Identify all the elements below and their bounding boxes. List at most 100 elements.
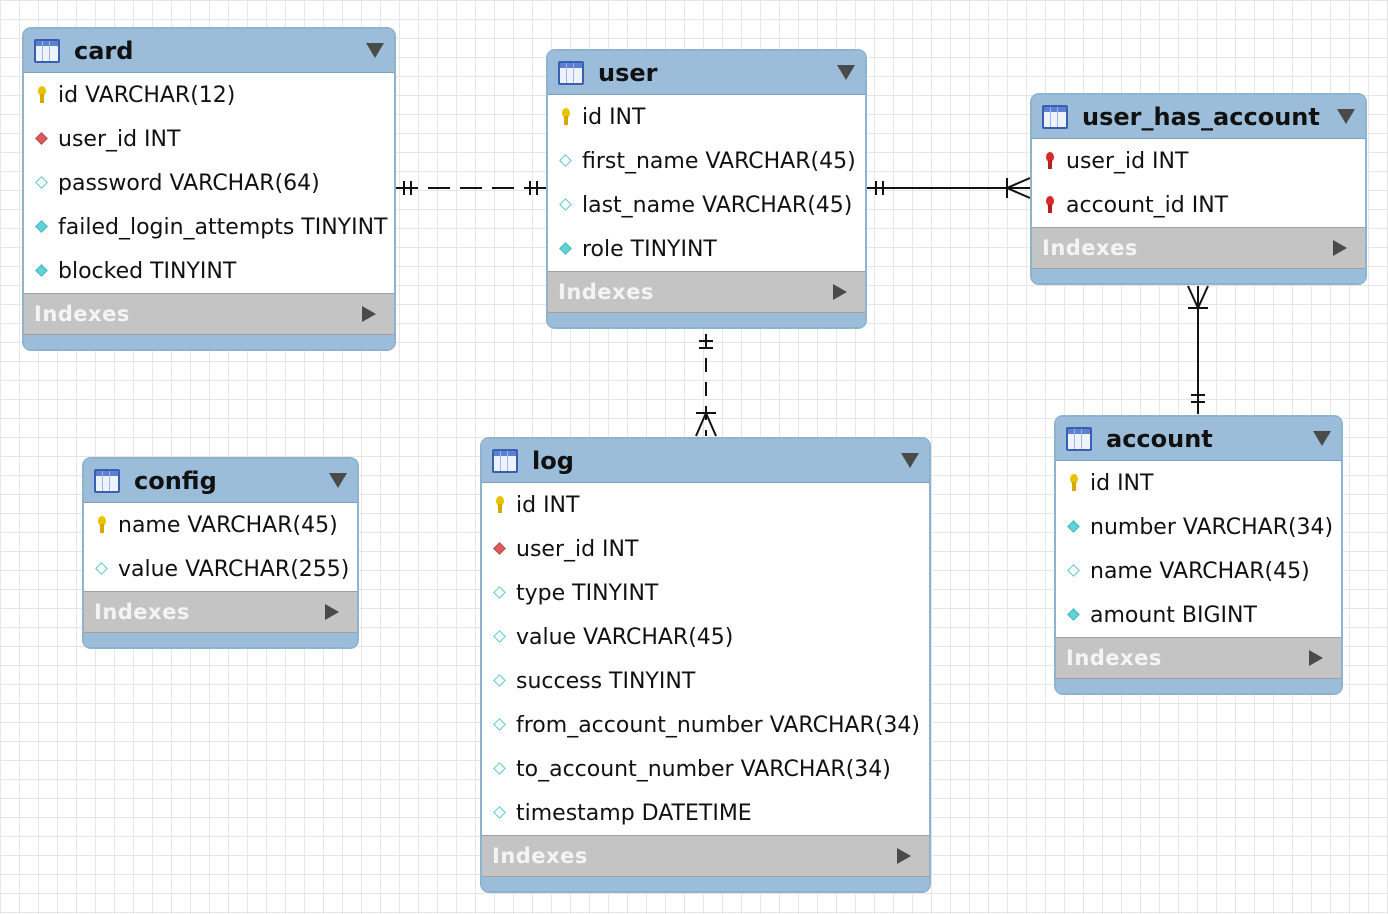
primary-key-icon (1066, 474, 1082, 492)
column-row[interactable]: value VARCHAR(255) (84, 547, 357, 591)
column-row[interactable]: id INT (1056, 461, 1341, 505)
table-card[interactable]: card id VARCHAR(12) user_id INT password… (22, 27, 396, 351)
column-row[interactable]: name VARCHAR(45) (84, 503, 357, 547)
column-label: value VARCHAR(255) (118, 556, 350, 582)
column-row[interactable]: number VARCHAR(34) (1056, 505, 1341, 549)
column-row[interactable]: blocked TINYINT (24, 249, 394, 293)
column-row[interactable]: last_name VARCHAR(45) (548, 183, 865, 227)
table-title: user (598, 58, 658, 87)
indexes-label: Indexes (94, 600, 190, 624)
column-label: user_id INT (58, 126, 181, 152)
primary-key-icon (492, 496, 508, 514)
nullable-column-icon (492, 584, 508, 602)
column-row[interactable]: from_account_number VARCHAR(34) (482, 703, 929, 747)
column-label: failed_login_attempts TINYINT (58, 214, 388, 240)
table-title: log (532, 446, 574, 475)
column-row[interactable]: success TINYINT (482, 659, 929, 703)
column-label: role TINYINT (582, 236, 717, 262)
relationship-card-user[interactable] (396, 181, 546, 195)
column-label: success TINYINT (516, 668, 696, 694)
nullable-column-icon (492, 804, 508, 822)
column-label: first_name VARCHAR(45) (582, 148, 856, 174)
indexes-label: Indexes (1066, 646, 1162, 670)
nullable-column-icon (492, 628, 508, 646)
column-label: from_account_number VARCHAR(34) (516, 712, 920, 738)
table-header[interactable]: log (482, 439, 929, 483)
table-icon (492, 448, 518, 473)
table-header[interactable]: config (84, 459, 357, 503)
table-user-has-account[interactable]: user_has_account user_id INT account_id … (1030, 93, 1367, 285)
table-footer (1056, 679, 1341, 693)
column-row[interactable]: id INT (548, 95, 865, 139)
collapse-caret-icon[interactable] (329, 473, 347, 488)
indexes-section[interactable]: Indexes (84, 591, 357, 633)
column-label: id INT (1090, 470, 1154, 496)
expand-arrow-icon[interactable] (897, 848, 911, 864)
column-row[interactable]: user_id INT (482, 527, 929, 571)
table-footer (84, 633, 357, 647)
column-row[interactable]: value VARCHAR(45) (482, 615, 929, 659)
table-header[interactable]: account (1056, 417, 1341, 461)
expand-arrow-icon[interactable] (833, 284, 847, 300)
table-title: card (74, 36, 134, 65)
not-null-column-icon (558, 240, 574, 258)
nullable-column-icon (492, 716, 508, 734)
expand-arrow-icon[interactable] (1309, 650, 1323, 666)
indexes-section[interactable]: Indexes (1056, 637, 1341, 679)
collapse-caret-icon[interactable] (1337, 109, 1355, 124)
table-icon (1042, 104, 1068, 129)
table-config[interactable]: config name VARCHAR(45) value VARCHAR(25… (82, 457, 359, 649)
table-header[interactable]: user (548, 51, 865, 95)
table-icon (94, 468, 120, 493)
indexes-section[interactable]: Indexes (548, 271, 865, 313)
indexes-label: Indexes (558, 280, 654, 304)
column-row[interactable]: timestamp DATETIME (482, 791, 929, 835)
column-row[interactable]: password VARCHAR(64) (24, 161, 394, 205)
table-user[interactable]: user id INT first_name VARCHAR(45) last_… (546, 49, 867, 329)
table-log[interactable]: log id INT user_id INT type TINYINT valu… (480, 437, 931, 893)
collapse-caret-icon[interactable] (837, 65, 855, 80)
table-title: account (1106, 424, 1213, 453)
indexes-section[interactable]: Indexes (482, 835, 929, 877)
collapse-caret-icon[interactable] (1313, 431, 1331, 446)
collapse-caret-icon[interactable] (366, 43, 384, 58)
column-row[interactable]: type TINYINT (482, 571, 929, 615)
relationship-account-user-has-account[interactable] (1187, 285, 1209, 414)
expand-arrow-icon[interactable] (362, 306, 376, 322)
table-header[interactable]: user_has_account (1032, 95, 1365, 139)
table-title: user_has_account (1082, 102, 1320, 131)
expand-arrow-icon[interactable] (1333, 240, 1347, 256)
column-label: name VARCHAR(45) (118, 512, 338, 538)
indexes-section[interactable]: Indexes (1032, 227, 1365, 269)
column-row[interactable]: amount BIGINT (1056, 593, 1341, 637)
primary-key-icon (558, 108, 574, 126)
foreign-primary-key-icon (1042, 196, 1058, 214)
not-null-column-icon (1066, 606, 1082, 624)
column-row[interactable]: account_id INT (1032, 183, 1365, 227)
column-row[interactable]: user_id INT (24, 117, 394, 161)
primary-key-icon (34, 86, 50, 104)
nullable-column-icon (492, 672, 508, 690)
relationship-user-user-has-account[interactable] (867, 177, 1031, 199)
column-row[interactable]: failed_login_attempts TINYINT (24, 205, 394, 249)
indexes-label: Indexes (492, 844, 588, 868)
table-footer (482, 877, 929, 891)
column-label: last_name VARCHAR(45) (582, 192, 853, 218)
column-row[interactable]: role TINYINT (548, 227, 865, 271)
indexes-section[interactable]: Indexes (24, 293, 394, 335)
column-row[interactable]: first_name VARCHAR(45) (548, 139, 865, 183)
column-row[interactable]: name VARCHAR(45) (1056, 549, 1341, 593)
column-row[interactable]: user_id INT (1032, 139, 1365, 183)
table-footer (548, 313, 865, 327)
column-row[interactable]: id VARCHAR(12) (24, 73, 394, 117)
table-header[interactable]: card (24, 29, 394, 73)
relationship-user-log[interactable] (695, 334, 717, 437)
column-label: name VARCHAR(45) (1090, 558, 1310, 584)
column-label: user_id INT (1066, 148, 1189, 174)
column-row[interactable]: id INT (482, 483, 929, 527)
expand-arrow-icon[interactable] (325, 604, 339, 620)
collapse-caret-icon[interactable] (901, 453, 919, 468)
column-label: id VARCHAR(12) (58, 82, 236, 108)
table-account[interactable]: account id INT number VARCHAR(34) name V… (1054, 415, 1343, 695)
column-row[interactable]: to_account_number VARCHAR(34) (482, 747, 929, 791)
